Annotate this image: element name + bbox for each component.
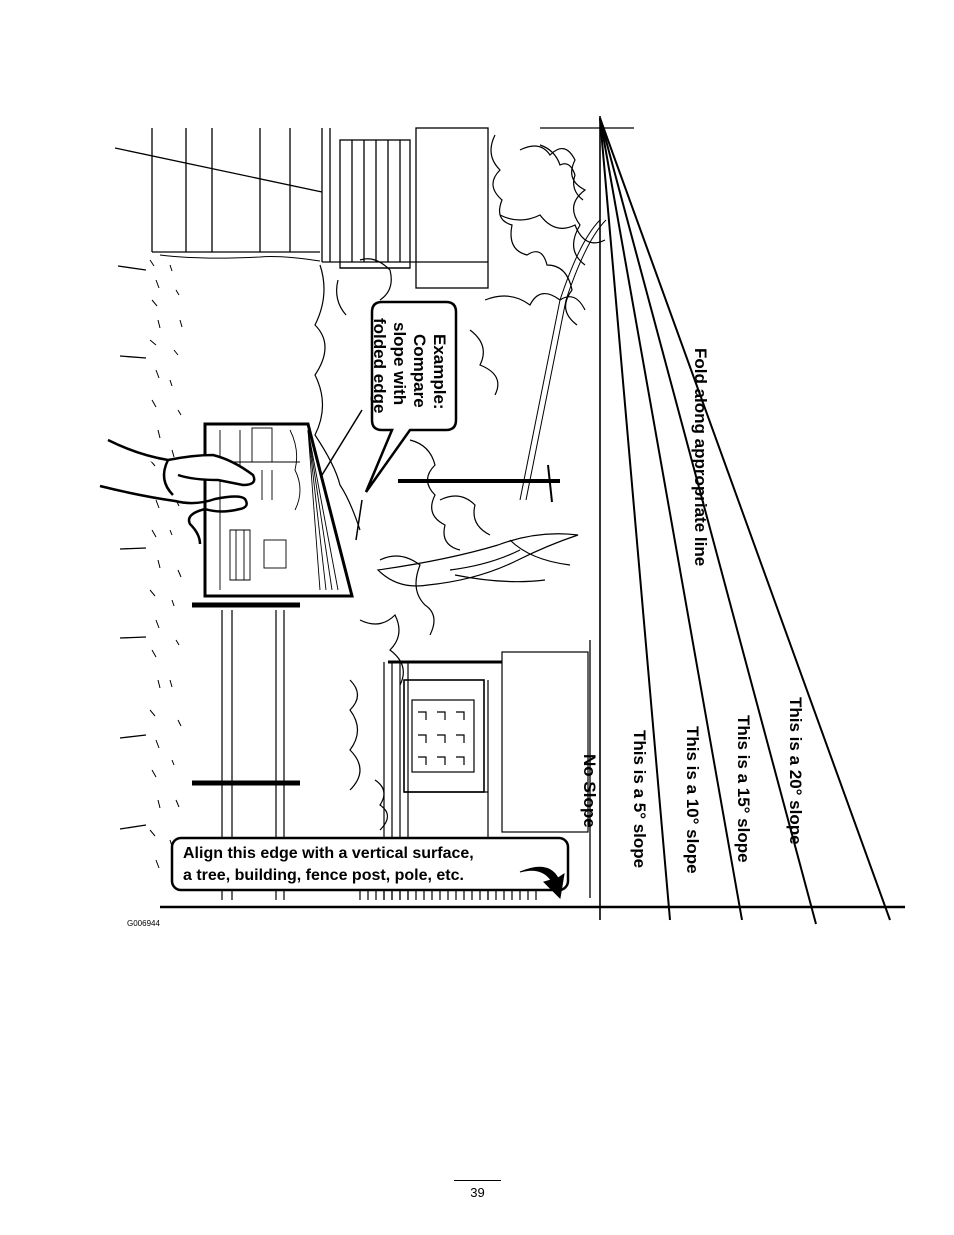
align-callout-line-1: Align this edge with a vertical surface, bbox=[183, 845, 474, 862]
curved-arrow-icon bbox=[519, 866, 565, 900]
example-callout-line-1: Example: bbox=[430, 334, 449, 410]
scene-trees bbox=[314, 134, 606, 531]
figure-code: G006944 bbox=[127, 919, 160, 928]
scene-branch bbox=[376, 533, 579, 587]
hand-illustration bbox=[99, 438, 256, 545]
scene-pole bbox=[398, 219, 607, 503]
pointer-lines bbox=[321, 409, 363, 541]
example-callout-line-2: Compare bbox=[410, 334, 429, 408]
slope-line-10 bbox=[599, 117, 743, 921]
scene-grass bbox=[149, 254, 321, 869]
slope-line-20 bbox=[599, 117, 891, 921]
slope-label-20: This is a 20° slope bbox=[786, 697, 805, 845]
align-callout: Align this edge with a vertical surface,… bbox=[170, 836, 570, 900]
slope-label-5: This is a 5° slope bbox=[630, 730, 649, 868]
align-callout-line-2: a tree, building, fence post, pole, etc. bbox=[183, 867, 464, 884]
no-slope-label: No Slope bbox=[580, 754, 599, 828]
slope-label-15: This is a 15° slope bbox=[734, 715, 753, 863]
example-callout-line-3: slope with bbox=[390, 322, 409, 405]
slope-line-5 bbox=[599, 117, 671, 921]
scene-building-top bbox=[321, 127, 489, 289]
page-number: 39 bbox=[470, 1185, 485, 1200]
fold-instruction: Fold along appropriate line bbox=[691, 348, 710, 566]
scene-fence bbox=[114, 128, 323, 830]
slope-label-10: This is a 10° slope bbox=[683, 726, 702, 874]
example-callout: Example: Compare slope with folded edge bbox=[364, 300, 458, 493]
example-callout-line-4: folded edge bbox=[370, 318, 389, 413]
slope-line-15 bbox=[599, 117, 817, 925]
page-footer: 39 bbox=[454, 1180, 501, 1202]
scene-bushes bbox=[349, 439, 491, 831]
slope-lines bbox=[599, 117, 891, 925]
reference-edges bbox=[160, 116, 905, 920]
